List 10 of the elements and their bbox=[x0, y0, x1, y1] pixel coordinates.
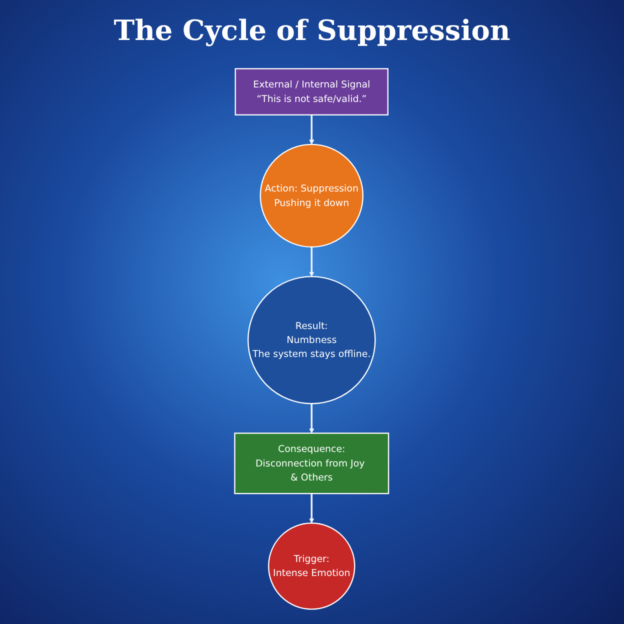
node-box: Consequence: Disconnection from Joy & Others bbox=[234, 432, 390, 494]
node-box: External / Internal Signal “This is not safe/valid.” bbox=[235, 68, 389, 116]
title: The Cycle of Suppression bbox=[112, 14, 512, 47]
arrow bbox=[309, 114, 315, 145]
arrow bbox=[309, 404, 315, 434]
node-circle: Result: Numbness The system stays offline. bbox=[248, 276, 376, 404]
arrow bbox=[309, 247, 315, 277]
node-circle: Trigger: Intense Emotion bbox=[268, 522, 356, 610]
arrow bbox=[309, 494, 315, 524]
node-circle: Action: Suppression Pushing it down bbox=[260, 144, 364, 248]
